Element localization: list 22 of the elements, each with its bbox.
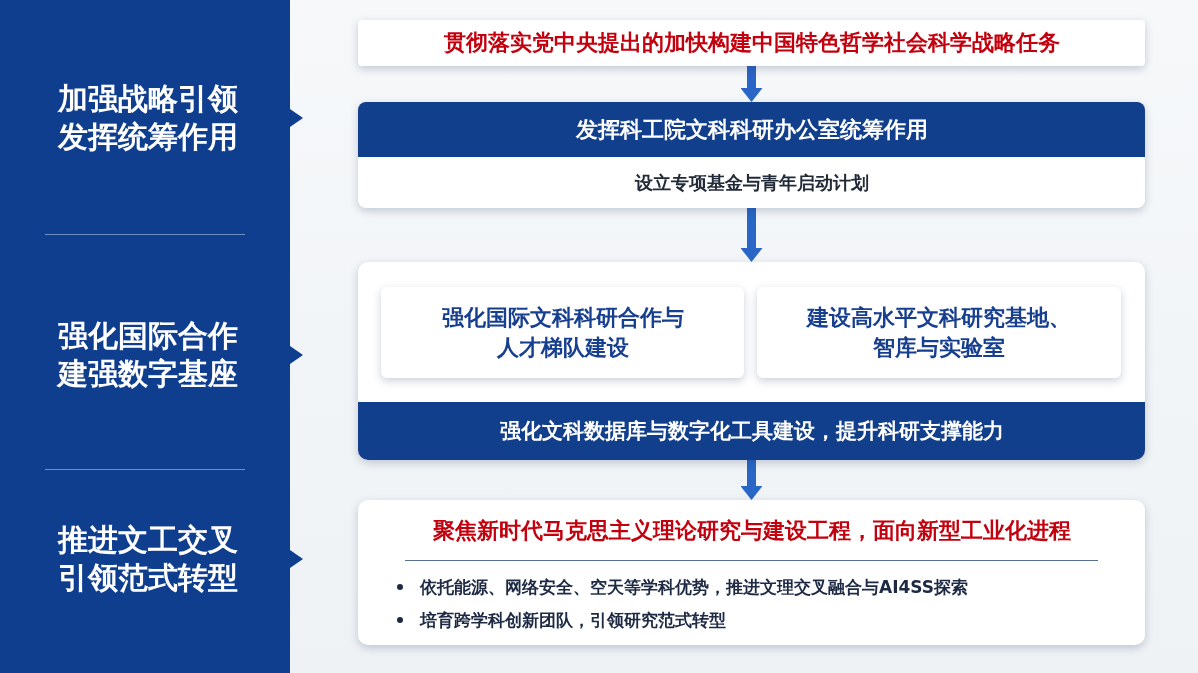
- arrow: [740, 460, 763, 500]
- footer-band: 强化文科数据库与数字化工具建设，提升科研支撑能力: [358, 402, 1145, 460]
- panel-heading: 推进文工交叉引领范式转型: [56, 521, 239, 597]
- process-box: [757, 287, 1121, 378]
- process-box: [381, 287, 744, 378]
- arrow: [740, 208, 763, 262]
- card-text: 设立专项基金与青年启动计划: [634, 170, 869, 195]
- process-box: [358, 20, 1145, 66]
- bullet-text: 培育跨学科创新团队，引领研究范式转型: [420, 609, 726, 631]
- card-heading: 聚焦新时代马克思主义理论研究与建设工程，面向新型工业化进程: [432, 517, 1071, 545]
- group-card: [358, 262, 1145, 460]
- panel-heading: 加强战略引领发挥统筹作用: [56, 80, 239, 156]
- bullet-text: 依托能源、网络安全、空天等学科优势，推进文理交叉融合与AI4SS探索: [420, 576, 969, 598]
- card-header: 发挥科工院文科科研办公室统筹作用: [358, 102, 1145, 157]
- box-text: 强化国际文科科研合作与人才梯队建设: [440, 303, 685, 362]
- box-text: 建设高水平文科研究基地、智库与实验室: [805, 303, 1072, 362]
- card: [358, 500, 1145, 645]
- box-text: 贯彻落实党中央提出的加快构建中国特色哲学社会科学战略任务: [443, 29, 1060, 57]
- panel-heading: 强化国际合作建强数字基座: [55, 317, 239, 393]
- card: [358, 102, 1145, 208]
- side-panel: [0, 0, 290, 673]
- arrow: [740, 66, 763, 102]
